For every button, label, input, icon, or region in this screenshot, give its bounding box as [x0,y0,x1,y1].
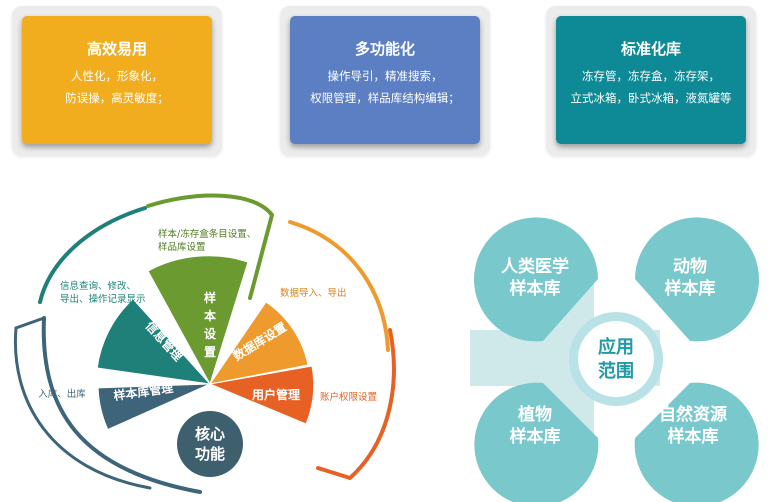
outer-arc-database [288,220,390,352]
desc-database: 数据导入、导出 [280,287,347,299]
desc-sample-setup-line1: 样本/冻存盒条目设置、 [158,228,256,240]
card-title: 高效易用 [86,40,147,58]
feature-card-standard: 标准化库 冻存管，冻存盒，冻存架， 立式冰箱，卧式冰箱，液氮罐等 [556,16,746,144]
petal-label-plant-line2: 样本库 [510,426,561,447]
card-title: 多功能化 [354,40,415,58]
petal-label-natural-line1: 自然资源 [659,404,727,425]
petal-human-medicine [474,217,598,342]
segment-sample-setup [147,255,249,386]
segment-database [208,301,309,385]
card-text: 立式冰箱，卧式冰箱，液氮罐等 [570,91,732,105]
outer-arc-inventory [41,316,202,494]
desc-sample-setup-line2: 样品库设置 [158,241,206,253]
feature-card-ease: 高效易用 人性化，形象化， 防误操，高灵敏度； [22,16,212,144]
scope-center-circle [578,321,654,397]
petal-label-human-line1: 人类医学 [501,256,569,277]
petal-animal [635,217,759,342]
feature-card-multifunction: 多功能化 操作导引，精准搜索， 权限管理，样品库结构编辑； [290,16,480,144]
petal-label-plant-line1: 植物 [518,404,552,425]
card-text: 人性化，形象化， [71,69,163,83]
segment-label-char: 设 [204,326,217,341]
card-text: 操作导引，精准搜索， [327,69,443,83]
desc-inventory: 入库、出库 [38,388,86,400]
petal-label-animal-line1: 动物 [673,256,707,277]
feature-card-frame-standard: 标准化库 冻存管，冻存盒，冻存架， 立式冰箱，卧式冰箱，液氮罐等 [546,6,756,156]
scope-center-line1: 应用 [598,336,634,358]
desc-info-line1: 信息查询、修改、 [60,280,136,292]
feature-card-frame-multifunction: 多功能化 操作导引，精准搜索， 权限管理，样品库结构编辑； [280,6,490,156]
desc-user: 账户权限设置 [320,391,377,403]
segment-user [208,365,315,425]
outer-arc-info [38,206,147,304]
segment-info [96,298,212,385]
outer-arc-user [316,328,396,480]
card-text: 防误操，高灵敏度； [65,91,169,105]
petal-label-natural-line2: 样本库 [668,426,719,447]
segment-label-char: 置 [204,345,216,359]
segment-label-char: 本 [204,308,216,323]
segment-label-user: 用户管理 [251,387,300,402]
desc-info-line2: 导出、操作记录显示 [60,293,146,305]
feature-card-frame-ease: 高效易用 人性化，形象化， 防误操，高灵敏度； [12,6,222,156]
core-center-circle [177,411,243,477]
segment-label-sample-setup: 样 本 设 置 [204,290,217,359]
core-center-line1: 核心 [195,425,225,443]
segment-label-char: 样 [204,290,216,305]
card-text: 权限管理，样品库结构编辑； [310,91,460,105]
application-scope-diagram: 人类医学 样本库 动物 样本库 植物 样本库 自然资源 样本库 应用 范围 [470,217,759,502]
petal-label-human-line2: 样本库 [510,278,561,299]
petal-natural-resources [634,382,759,502]
petal-label-animal-line2: 样本库 [665,278,716,299]
card-title: 标准化库 [620,40,681,58]
petal-plant [474,382,599,502]
outer-arc-inventory-inner [13,316,152,490]
card-text: 冻存管，冻存盒，冻存架， [582,69,720,83]
core-functions-diagram: 样本库管理 信息管理 样 本 设 置 数据库设置 用户管理 入库、出库 信息查询… [13,193,396,494]
core-center-line2: 功能 [195,445,225,463]
scope-center-line2: 范围 [598,360,634,382]
segment-inventory [97,383,211,431]
outer-arc-sample-setup [146,193,274,300]
